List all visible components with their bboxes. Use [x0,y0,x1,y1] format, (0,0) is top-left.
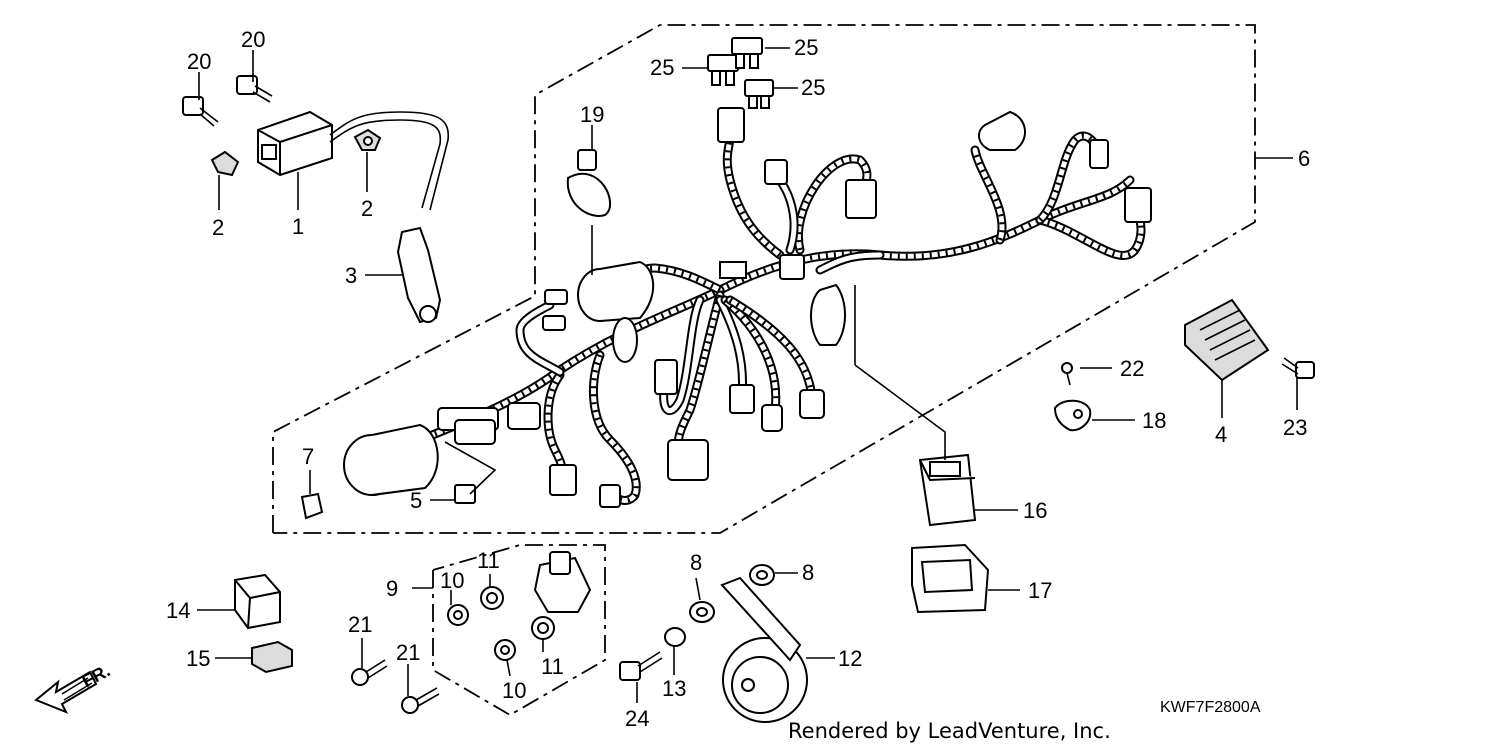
bolt-21-bottom [401,687,440,714]
spark-plug-cap [396,226,442,324]
harness-group-outline [272,24,1256,534]
control-unit [918,453,977,527]
diagram-code: KWF7F2800A [1160,699,1261,716]
callout-22: 22 [1120,356,1144,381]
callout-18: 18 [1142,408,1166,433]
callout-20-right: 20 [241,27,265,52]
leader-lines [197,47,1298,703]
screw-22 [1061,362,1073,386]
callout-8-left: 8 [690,550,702,575]
callout-4: 4 [1215,422,1227,447]
callout-9: 9 [386,576,398,601]
unit-cover [911,543,990,614]
clamp-18 [1053,399,1092,432]
wire-harness [415,131,1146,505]
washer-8-bottom [689,601,715,623]
fuse-a [707,54,739,86]
callout-25-b: 25 [794,35,818,60]
harness-boots [577,110,1026,363]
render-credit: Rendered by LeadVenture, Inc. [788,719,1111,743]
fuse-c [744,79,774,109]
coil-clip-right [353,128,382,151]
callout-25-a: 25 [650,55,674,80]
callout-10-top: 10 [440,568,464,593]
regulator-rectifier [1184,298,1270,382]
callout-15: 15 [186,646,210,671]
fuse-b [731,37,763,69]
horn [720,576,808,723]
callout-2-left: 2 [212,215,224,240]
boot-cover [300,423,439,520]
callout-6: 6 [1298,146,1310,171]
callout-23: 23 [1283,415,1307,440]
grommet-11-bottom [531,616,555,640]
callout-2-right: 2 [361,196,373,221]
coil-clip-left [210,150,240,177]
callout-12: 12 [838,646,862,671]
callout-3: 3 [345,263,357,288]
harness-connectors [437,107,1152,508]
collar-10-top [447,604,469,626]
harness-band [566,149,611,217]
callout-17: 17 [1028,578,1052,603]
bolt-20-right [236,75,273,103]
relay-socket [251,640,293,674]
collar-13 [664,627,686,647]
bolt-24 [619,651,663,681]
callout-13: 13 [662,676,686,701]
callout-21-top: 21 [348,612,372,637]
callout-16: 16 [1023,498,1047,523]
callout-10-bottom: 10 [502,678,526,703]
brake-switch [533,551,592,613]
front-arrow-icon [34,670,98,714]
grommet-11-top [480,586,504,610]
switch-group-outline [432,544,606,717]
callout-1: 1 [292,214,304,239]
bolt-21-top [351,659,388,686]
callout-24: 24 [625,706,649,731]
callout-25-c: 25 [801,75,825,100]
callout-20-left: 20 [187,49,211,74]
collar-10-bottom [494,639,516,661]
connector-5 [454,484,476,504]
callout-14: 14 [166,598,190,623]
ignition-coil [257,110,449,211]
bolt-20-left [182,96,219,127]
callout-5: 5 [410,488,422,513]
washer-8-top [749,564,775,586]
callout-19: 19 [580,102,604,127]
callout-8-right: 8 [802,560,814,585]
relay [234,573,281,630]
callout-11-top: 11 [477,548,500,573]
callout-11-bottom: 11 [541,654,564,679]
bolt-23 [1281,357,1315,379]
callout-21-bottom: 21 [396,640,420,665]
callout-7: 7 [302,444,314,469]
